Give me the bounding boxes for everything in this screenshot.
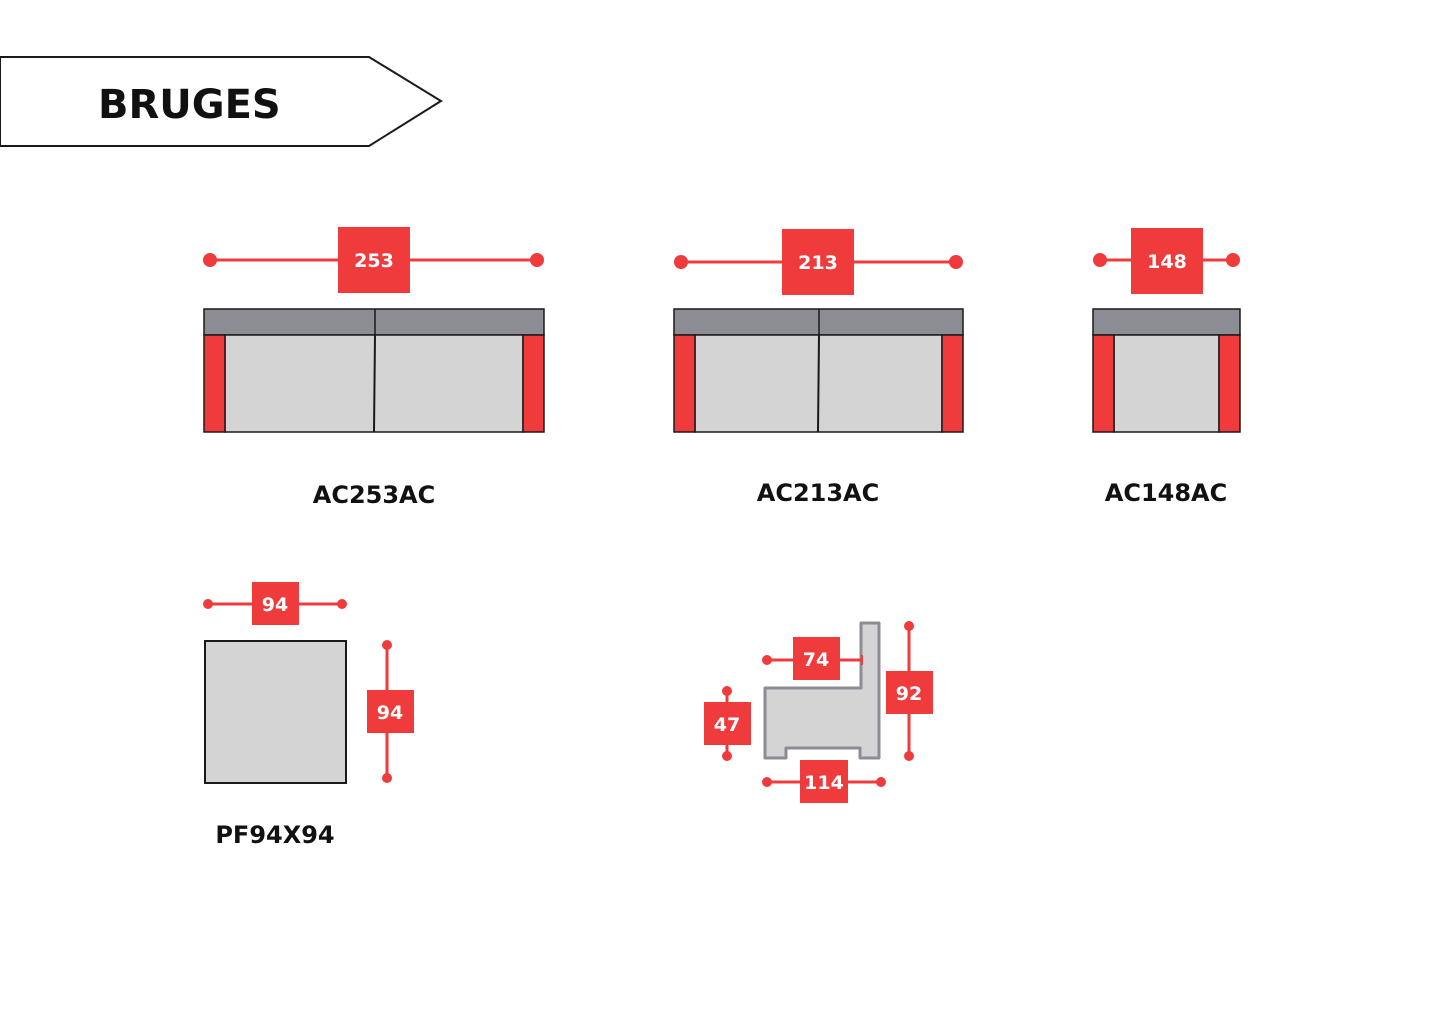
dimension-badge: [338, 227, 410, 293]
seat-height-value: 47: [714, 714, 740, 736]
dimension-endpoint: [382, 640, 392, 650]
seat-height-dimension: 47: [704, 686, 751, 761]
product-ac148ac: 148 AC148AC: [1092, 228, 1241, 507]
dimension-badge: [704, 702, 751, 745]
dimension-endpoint: [876, 777, 886, 787]
dimension-endpoint: [1093, 253, 1107, 267]
dimension-badge: [800, 760, 848, 803]
height-value: 92: [896, 683, 922, 705]
dimension-badge: [1131, 228, 1203, 294]
dimension-endpoint: [762, 777, 772, 787]
dimension-endpoint: [904, 621, 914, 631]
armrest-left: [673, 334, 696, 433]
dimension-endpoint: [337, 599, 347, 609]
armrest-right: [1218, 334, 1241, 433]
width-dimension: 213: [674, 229, 963, 295]
title-banner-arrow: [0, 56, 443, 147]
page-title: BRUGES: [98, 82, 281, 128]
total-depth-dimension: 114: [762, 760, 886, 803]
sofa-plan-view: [203, 308, 545, 433]
width-value: 213: [798, 252, 838, 274]
dimension-endpoint: [203, 253, 217, 267]
sofa-backrest: [203, 308, 545, 336]
sofa-seat: [1113, 334, 1220, 433]
armrest-right: [522, 334, 545, 433]
armrest-left: [203, 334, 226, 433]
dimension-endpoint: [762, 655, 772, 665]
dimension-endpoint: [530, 253, 544, 267]
sofa-side-profile: [763, 621, 881, 760]
dimension-endpoint: [382, 773, 392, 783]
seat-depth-dimension: 74: [762, 637, 863, 680]
width-value: 253: [354, 250, 394, 272]
dimension-endpoint: [904, 751, 914, 761]
height-dimension: 92: [886, 621, 933, 761]
product-code: AC253AC: [313, 481, 435, 509]
product-ac213ac: 213 AC213AC: [673, 229, 964, 507]
dimension-badge: [367, 690, 414, 733]
sofa-plan-view: [673, 308, 964, 433]
depth-value: 94: [377, 702, 403, 724]
product-code: AC213AC: [757, 479, 879, 507]
total-depth-value: 114: [804, 772, 844, 794]
pouf-plan-view: [204, 640, 347, 784]
armrest-right: [941, 334, 964, 433]
dimension-badge: [782, 229, 854, 295]
seat-depth-value: 74: [803, 649, 829, 671]
depth-dimension: 94: [367, 640, 414, 783]
product-code: AC148AC: [1105, 479, 1227, 507]
width-dimension: 148: [1093, 228, 1240, 294]
dimension-endpoint: [674, 255, 688, 269]
dimension-badge: [252, 582, 299, 625]
armrest-left: [1092, 334, 1115, 433]
product-ac253ac: 253 AC253AC: [203, 227, 545, 509]
dimension-badge: [886, 671, 933, 714]
width-value: 94: [262, 594, 288, 616]
dimension-endpoint: [203, 599, 213, 609]
sofa-backrest: [1092, 308, 1241, 336]
width-value: 148: [1147, 251, 1187, 273]
dimension-endpoint: [722, 751, 732, 761]
title-banner: BRUGES: [0, 56, 443, 147]
sofa-plan-view: [1092, 308, 1241, 433]
product-pf94x94: 94 94 PF94X94: [203, 582, 414, 849]
sofa-side-view: 74 92 47 114: [704, 621, 933, 803]
width-dimension: 253: [203, 227, 544, 293]
product-code: PF94X94: [215, 821, 334, 849]
width-dimension: 94: [203, 582, 347, 625]
dimension-endpoint: [1226, 253, 1240, 267]
dimension-badge: [793, 637, 840, 680]
dimension-endpoint: [722, 686, 732, 696]
dimension-endpoint: [949, 255, 963, 269]
